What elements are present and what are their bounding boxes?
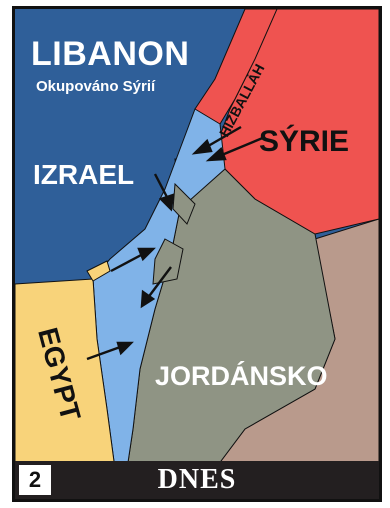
caption-bar: DNES 2 [15, 461, 379, 499]
arrow-icon [110, 247, 156, 273]
arrow-icon [140, 266, 172, 309]
israel-label: IZRAEL [33, 159, 135, 190]
lebanon-occupied-note: Okupováno Sýrií [36, 78, 156, 95]
arrow-icon [191, 125, 242, 155]
map-frame: LIBANON Okupováno Sýrií IZRAEL SÝRIE HIZ… [12, 6, 382, 502]
panel-number: 2 [19, 465, 51, 495]
region-west-bank [172, 182, 196, 225]
arrow-icon [153, 173, 175, 212]
arrow-icon [205, 135, 266, 162]
jordan-label: JORDÁNSKO [155, 361, 328, 391]
region-west-bank-south [152, 238, 184, 285]
region-gaza [86, 260, 111, 282]
lebanon-label: LIBANON [31, 35, 190, 73]
arrow-icon [86, 341, 134, 361]
caption-title: DNES [157, 464, 237, 495]
syria-label: SÝRIE [259, 125, 350, 158]
